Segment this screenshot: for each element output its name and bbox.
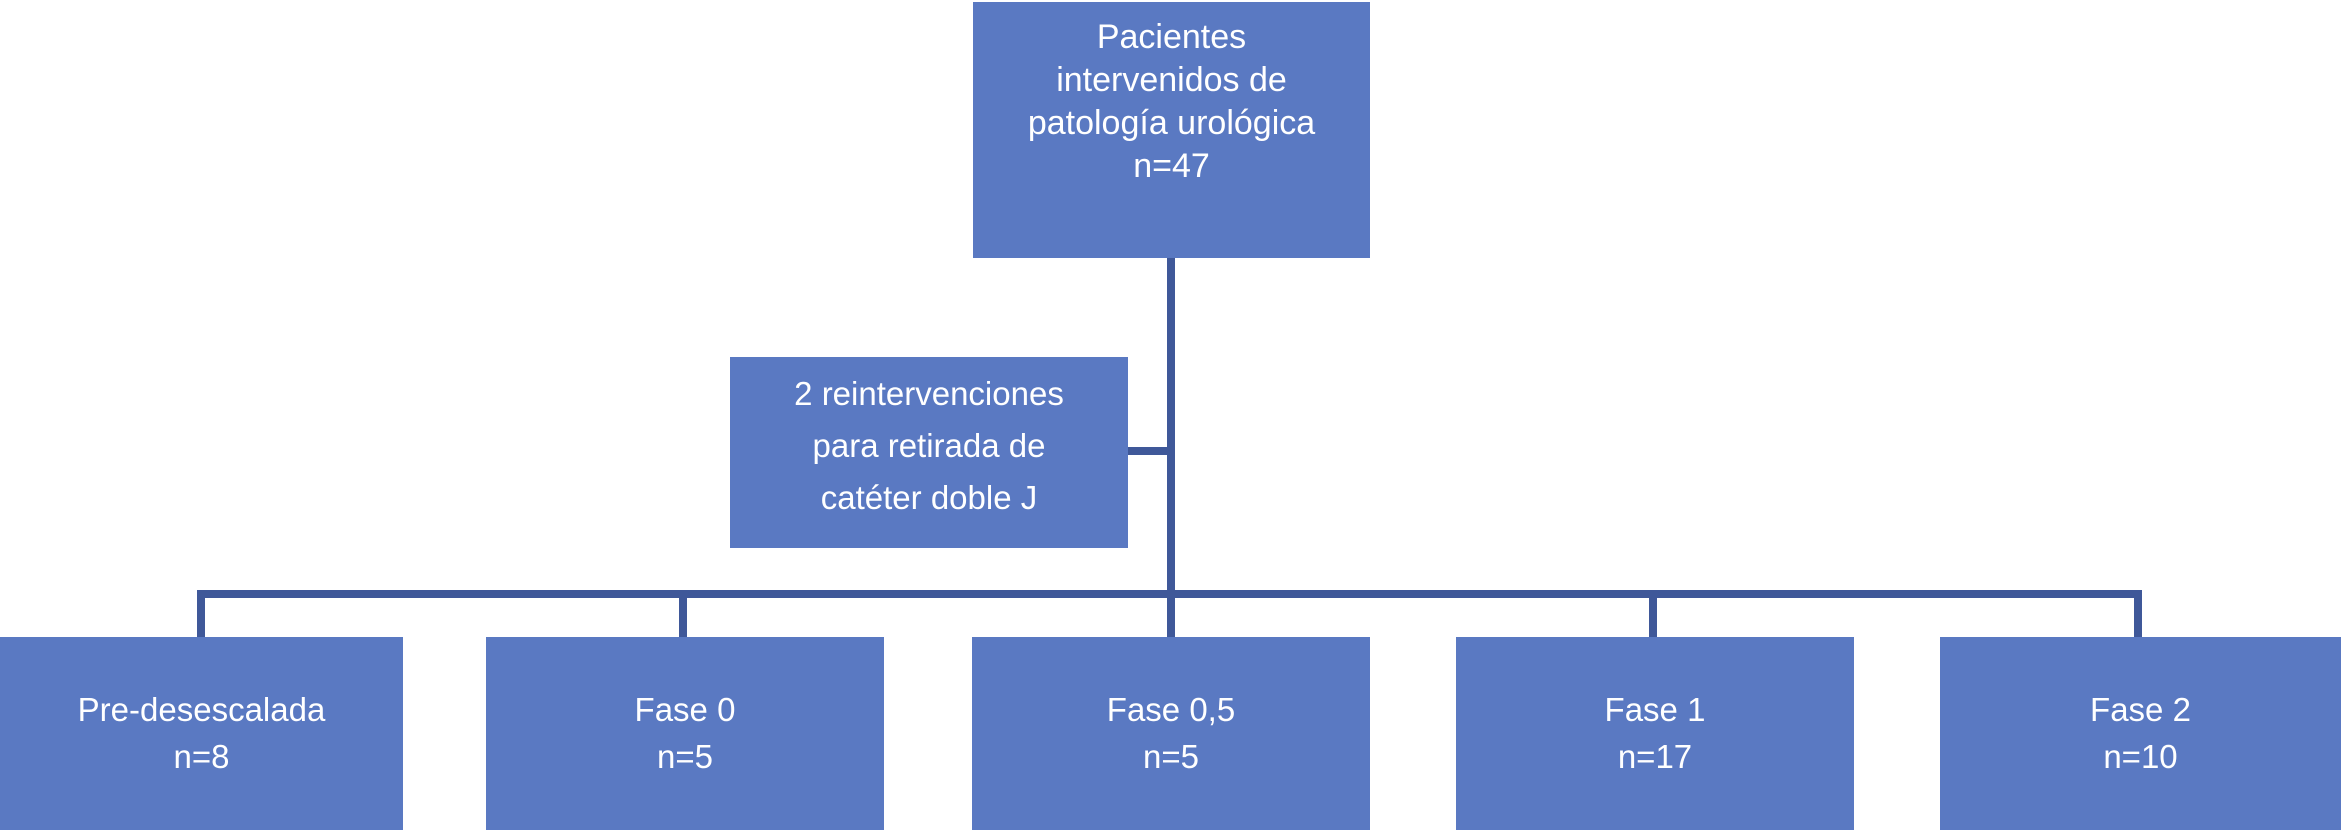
node-fase-2: Fase 2 n=10 xyxy=(1940,637,2341,830)
node-root-line-3: patología urológica xyxy=(1027,104,1316,142)
node-side-line-2: para retirada de xyxy=(812,427,1046,464)
node-fase-0-5: Fase 0,5 n=5 xyxy=(972,637,1370,830)
connector-stem-fase-0 xyxy=(679,596,687,641)
node-side-line-1: 2 reintervenciones xyxy=(794,375,1064,412)
node-fase-0-5-label: Fase 0,5 xyxy=(1106,691,1236,728)
node-pre-desescalada-label: Pre-desescalada xyxy=(77,691,326,728)
node-fase-0: Fase 0 n=5 xyxy=(486,637,884,830)
node-pacientes-intervenidos: Pacientes intervenidos de patología urol… xyxy=(973,2,1370,258)
node-fase-0-count: n=5 xyxy=(657,738,713,775)
connector-stem-fase-0-5 xyxy=(1167,596,1175,641)
connector-side-note-horizontal xyxy=(1128,447,1171,455)
connector-stem-fase-1 xyxy=(1649,596,1657,641)
node-fase-0-5-count: n=5 xyxy=(1143,738,1199,775)
node-pre-desescalada-count: n=8 xyxy=(173,738,230,775)
node-root-count: n=47 xyxy=(1133,147,1210,185)
node-pre-desescalada: Pre-desescalada n=8 xyxy=(0,637,403,830)
node-fase-2-label: Fase 2 xyxy=(2090,691,2191,728)
node-root-line-2: intervenidos de xyxy=(1056,61,1287,99)
connector-stem-pre-desescalada xyxy=(197,596,205,641)
node-fase-1-label: Fase 1 xyxy=(1604,691,1706,728)
node-fase-1: Fase 1 n=17 xyxy=(1456,637,1854,830)
node-reintervenciones-cateter-doble-j: 2 reintervenciones para retirada de caté… xyxy=(730,357,1128,548)
node-fase-2-count: n=10 xyxy=(2103,738,2178,775)
connector-stem-fase-2 xyxy=(2134,596,2142,641)
connector-trunk-vertical xyxy=(1167,258,1175,637)
node-fase-1-count: n=17 xyxy=(1617,738,1693,775)
connector-distribution-bar xyxy=(197,590,2142,598)
node-fase-0-label: Fase 0 xyxy=(634,691,736,728)
node-root-line-1: Pacientes xyxy=(1096,18,1247,56)
node-side-line-3: catéter doble J xyxy=(820,479,1038,516)
